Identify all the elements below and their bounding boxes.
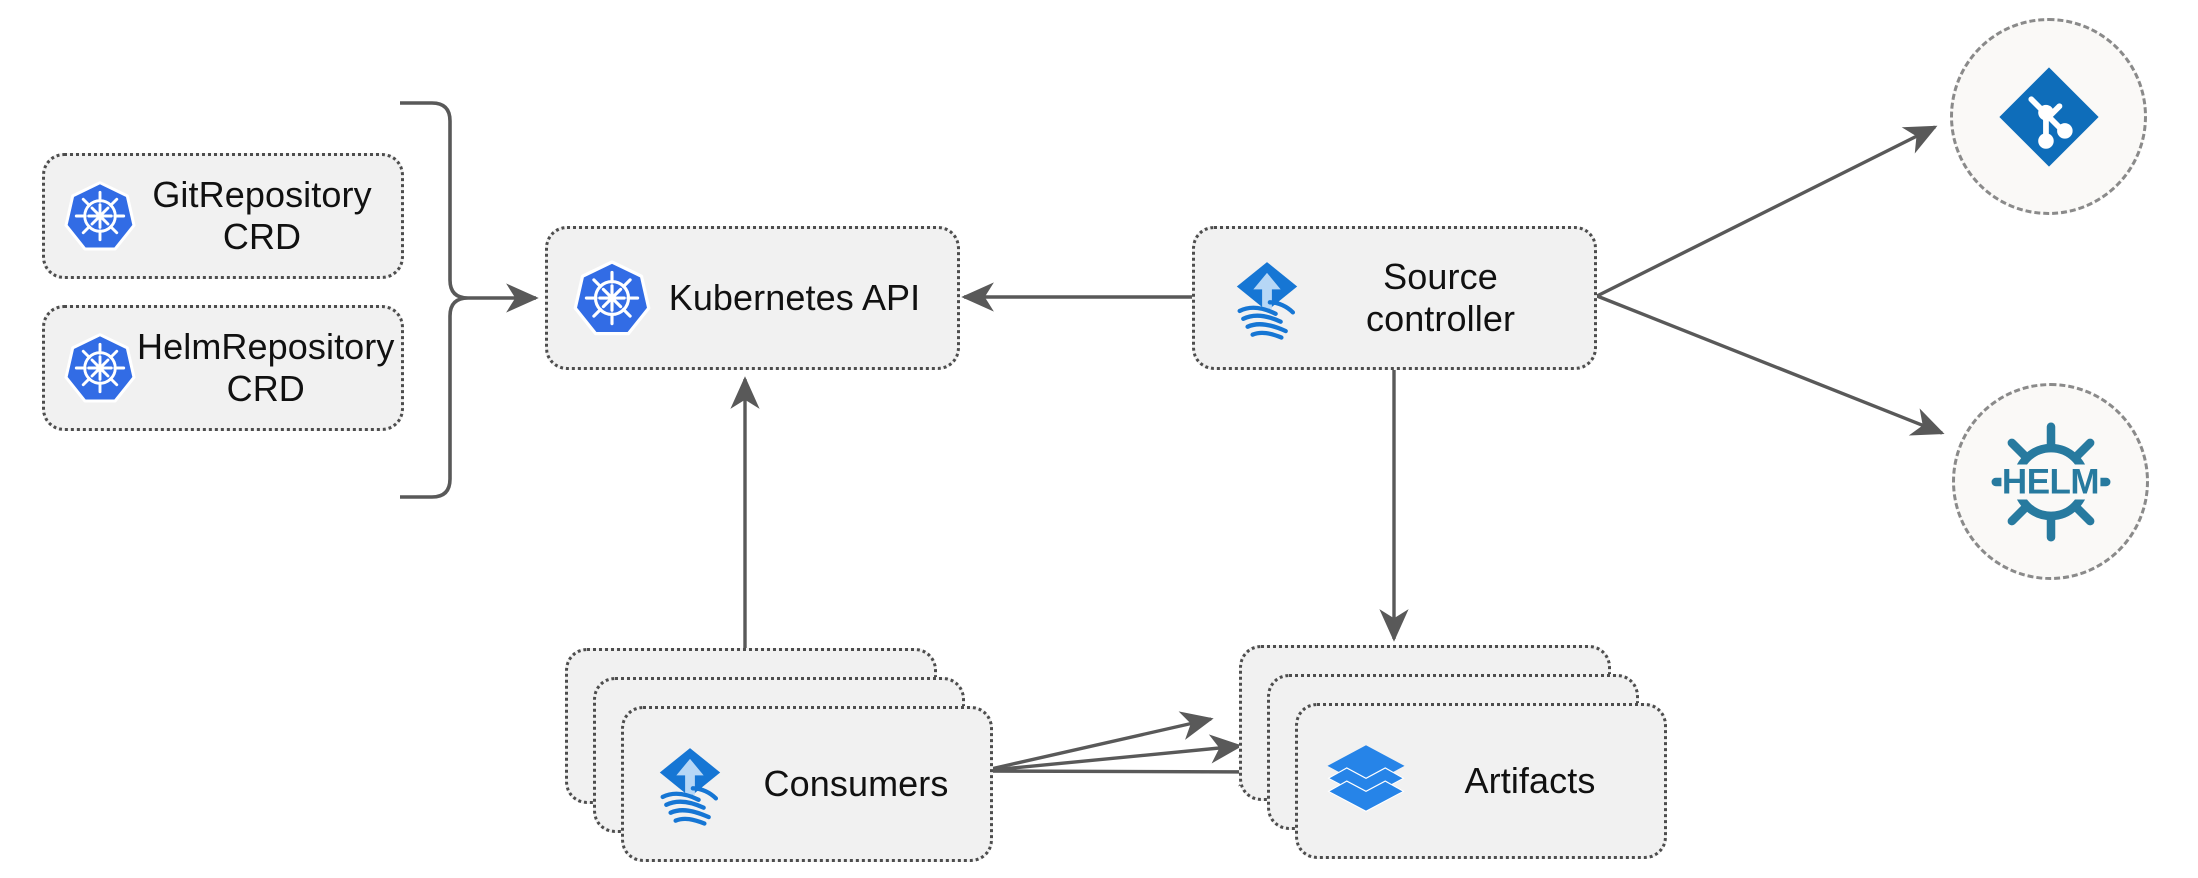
node-label: Artifacts: [1464, 759, 1596, 801]
node-label: Kubernetes API: [668, 276, 921, 318]
flux-icon: [1221, 252, 1313, 344]
kubernetes-icon: [572, 258, 652, 338]
node-helmrepository-crd[interactable]: HelmRepository CRD: [42, 305, 404, 431]
node-git-provider[interactable]: [1950, 18, 2147, 215]
helm-icon: HELM: [1989, 420, 2113, 544]
edge-source-controller-to-helm: [1596, 294, 1945, 436]
crd-group-bracket: [400, 101, 469, 499]
kubernetes-icon: [63, 331, 137, 405]
git-icon: [1995, 63, 2103, 171]
edge-consumers-to-artifacts-3: [981, 757, 1271, 787]
edge-consumers-to-artifacts-1: [981, 711, 1214, 773]
edge-source-controller-to-git: [1596, 125, 1938, 298]
node-artifacts-stack: Artifacts: [1239, 645, 1669, 860]
node-consumers-stack: Consumers: [565, 648, 995, 863]
node-label: Consumers: [763, 762, 949, 804]
node-consumers[interactable]: Consumers: [621, 706, 993, 862]
flux-icon: [644, 738, 736, 830]
node-label: GitRepository CRD: [152, 173, 372, 257]
node-gitrepository-crd[interactable]: GitRepository CRD: [42, 153, 404, 279]
node-kubernetes-api[interactable]: Kubernetes API: [545, 226, 960, 370]
edge-consumers-to-artifacts-2: [981, 734, 1243, 773]
node-artifacts[interactable]: Artifacts: [1295, 703, 1667, 859]
node-label: Source controller: [1365, 255, 1516, 339]
node-source-controller[interactable]: Source controller: [1192, 226, 1597, 370]
node-helm-provider[interactable]: HELM: [1952, 383, 2149, 580]
node-label: HelmRepository CRD: [137, 325, 395, 409]
kubernetes-icon: [63, 179, 137, 253]
helm-wordmark: HELM: [2000, 462, 2101, 501]
layers-icon: [1322, 737, 1410, 825]
